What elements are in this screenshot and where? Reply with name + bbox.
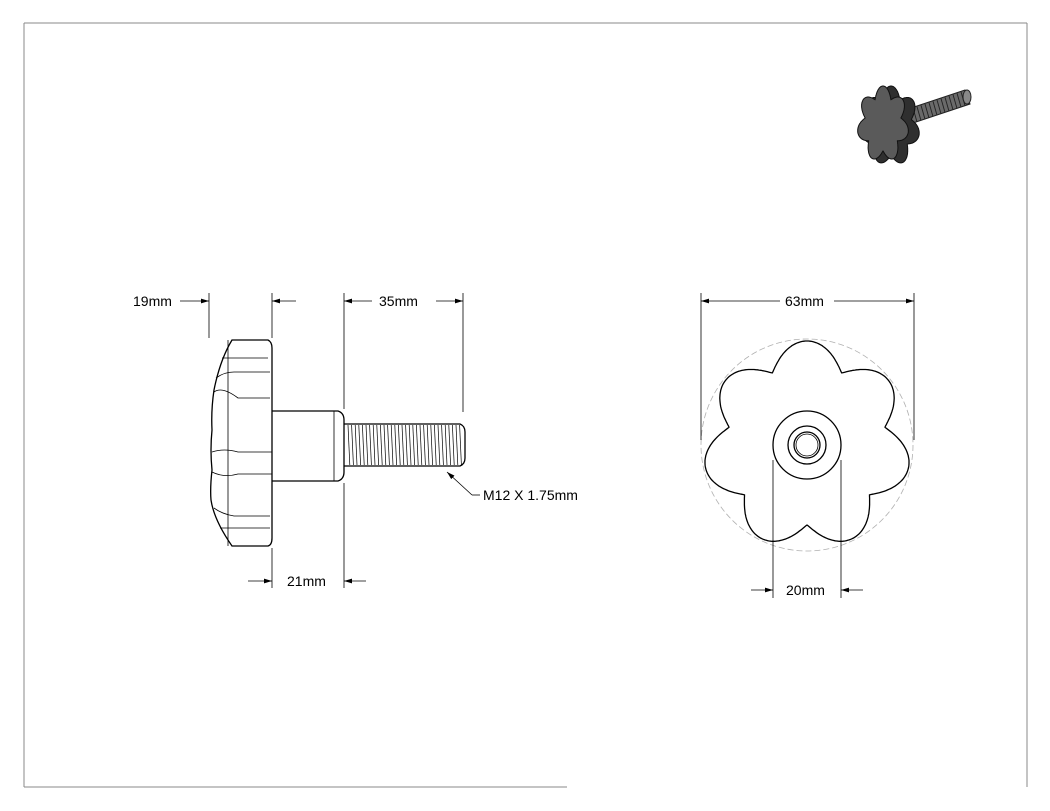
dim-head-thickness-label: 19mm [133, 293, 172, 309]
outer-construction-circle [700, 338, 914, 552]
thread-callout: M12 X 1.75mm [446, 471, 578, 503]
bore-inner-circle [793, 431, 821, 459]
dimension-hub-diameter: 20mm [751, 460, 863, 598]
bore-outer-circle [787, 425, 827, 465]
hub-circle [772, 410, 842, 480]
dim-outer-diameter-label: 63mm [785, 293, 824, 309]
isometric-knob-face [857, 85, 909, 160]
shank-profile [272, 410, 345, 482]
thread-callout-label: M12 X 1.75mm [483, 487, 578, 503]
bore-thread-circle [795, 433, 819, 457]
thread-profile [344, 423, 466, 467]
dimension-thread-length: 35mm [343, 293, 464, 412]
isometric-stud [904, 89, 972, 125]
dim-hub-diameter-label: 20mm [786, 582, 825, 598]
side-view: 19mm 35mm 21mm M12 X 1.75mm [133, 293, 578, 589]
dim-thread-length-label: 35mm [379, 293, 418, 309]
dim-shank-length-label: 21mm [287, 573, 326, 589]
sheet-border [23, 22, 1028, 788]
star-knob-isometric-icon [857, 85, 972, 164]
front-view: 63mm 20mm [700, 293, 915, 598]
knob-head-profile [210, 339, 273, 547]
dimension-outer-diameter: 63mm [700, 293, 915, 440]
dimension-shank-length: 21mm [248, 483, 366, 589]
dimension-head-thickness: 19mm [133, 293, 296, 338]
star-knob-outline [704, 340, 910, 542]
